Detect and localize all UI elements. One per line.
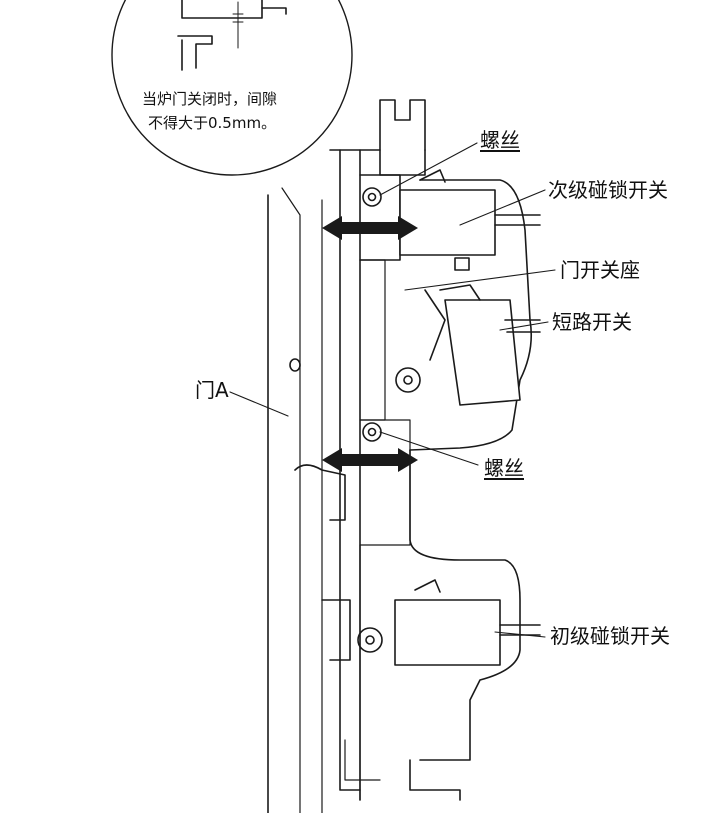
label-screw-bottom: 螺丝 — [484, 456, 524, 480]
short-circuit-switch — [395, 284, 541, 406]
secondary-interlock-switch — [399, 169, 541, 271]
label-door-switch-seat: 门开关座 — [560, 258, 640, 282]
top-screw — [362, 187, 382, 207]
primary-interlock-switch — [357, 579, 541, 666]
gap-arrow-top — [322, 216, 418, 240]
door-latch-hooks — [294, 464, 351, 661]
bottom-screw — [362, 422, 382, 442]
door-a-panel — [267, 149, 361, 813]
gap-arrow-bottom — [322, 448, 418, 472]
label-door-a: 门A — [195, 378, 229, 402]
inset-note-line-2: 不得大于0.5mm。 — [148, 114, 277, 132]
label-short-switch: 短路开关 — [552, 310, 632, 334]
inset-note-line-1: 当炉门关闭时，间隙 — [142, 90, 278, 108]
gap-detail-inset — [111, 0, 353, 176]
leader-lines — [229, 142, 556, 638]
label-primary-switch: 初级碰锁开关 — [550, 624, 670, 648]
door-switch-seat — [339, 99, 533, 801]
label-secondary-switch: 次级碰锁开关 — [548, 178, 668, 202]
label-screw-top: 螺丝 — [480, 128, 520, 152]
